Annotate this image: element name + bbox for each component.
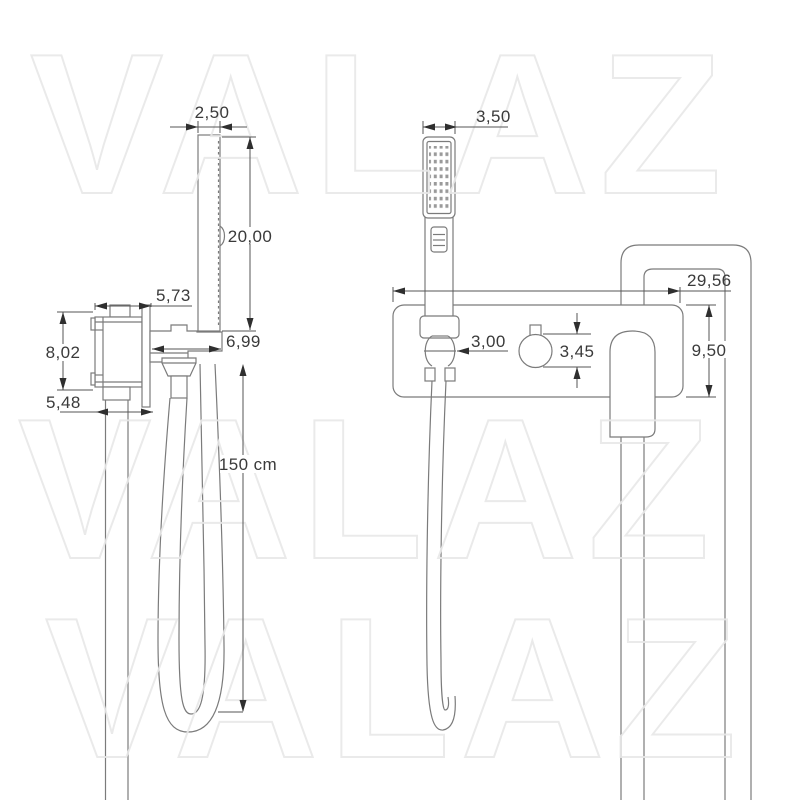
side-view [90, 134, 226, 800]
svg-text:3,50: 3,50 [476, 107, 511, 126]
watermark-row-1: VALAZ [30, 13, 732, 236]
svg-text:6,99: 6,99 [226, 332, 261, 351]
dim-hose-connector-width: 3,00 [457, 332, 508, 355]
front-view [392, 136, 684, 731]
side-view-holder-arm [149, 324, 223, 399]
dim-holder-reach: 6,99 [152, 332, 261, 353]
dimensions-front-view: 3,50 29,56 9,50 3,00 [392, 107, 732, 398]
dim-body-height: 8,02 [44, 311, 93, 391]
dimensions-side-view: 2,50 20,00 5,73 8,02 [44, 103, 277, 713]
svg-text:9,50: 9,50 [692, 341, 727, 360]
svg-text:5,48: 5,48 [46, 393, 81, 412]
dim-handshower-face-width: 3,50 [422, 107, 511, 134]
spray-nozzles [429, 146, 450, 210]
dim-diverter-knob-diameter: 3,45 [543, 313, 594, 388]
dim-hose-length: 150 cm [218, 364, 277, 713]
dim-handshower-length: 20,00 [222, 136, 274, 332]
hose-nut [161, 357, 197, 377]
side-view-handshower [197, 134, 226, 332]
flow-button-side [219, 225, 226, 247]
svg-text:150 cm: 150 cm [219, 455, 277, 474]
side-view-mixer-body [90, 304, 151, 800]
svg-text:5,73: 5,73 [156, 286, 191, 305]
holder-cup [419, 315, 460, 339]
brand-watermark: VALAZ VALAZ VALAZ [17, 12, 747, 800]
watermark-row-2: VALAZ [18, 378, 720, 601]
front-view-hose [426, 380, 456, 731]
svg-text:3,45: 3,45 [560, 342, 595, 361]
svg-text:3,00: 3,00 [471, 332, 506, 351]
lever-handle [609, 330, 656, 438]
spray-face [426, 140, 452, 215]
dim-trim-depth: 5,48 [46, 393, 153, 416]
side-view-hose [157, 363, 225, 733]
svg-text:2,50: 2,50 [195, 103, 230, 122]
diverter-knob [518, 324, 553, 369]
dim-body-depth: 5,73 [94, 286, 192, 310]
watermark-row-3: VALAZ [45, 577, 747, 800]
hose-fitting [170, 375, 188, 399]
dim-body-height-front: 9,50 [686, 304, 730, 398]
front-view-holder [419, 315, 460, 382]
svg-text:8,02: 8,02 [46, 343, 81, 362]
svg-text:29,56: 29,56 [687, 271, 732, 290]
dim-body-width: 29,56 [392, 271, 732, 303]
svg-text:20,00: 20,00 [228, 227, 273, 246]
front-view-riser-column [620, 244, 752, 800]
dim-handshower-width: 2,50 [170, 103, 247, 133]
front-view-handshower [422, 136, 456, 319]
